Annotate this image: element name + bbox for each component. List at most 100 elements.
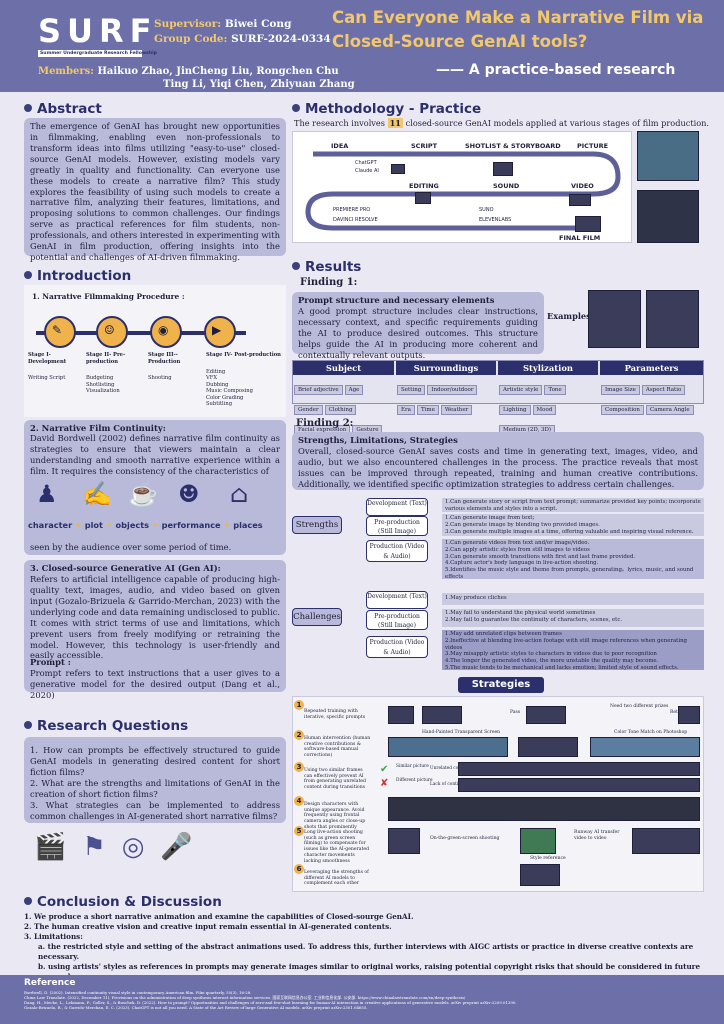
strength-stage-production: Production (Video & Audio) [366,540,428,562]
abstract-panel [24,118,286,256]
video-thumbnail [569,194,591,206]
strategy-5-image [632,828,700,854]
strategy-2-image [388,737,508,757]
strategy-5-image [520,828,556,854]
continuity-panel [24,420,286,555]
results-heading: Results [292,259,361,275]
abstract-text: The emergence of GenAI has brought new o… [30,121,280,263]
strengths-label: Strengths [292,516,342,534]
stage-editing: EDITING [409,182,439,190]
preproduction-stage-icon [96,316,128,348]
strategy-text: Repeated training with iterative, specif… [304,709,366,720]
stage-final-film: FINAL FILM [559,234,601,242]
poster-title-line2: Closed-Source GenAI tools? [332,32,588,51]
strategy-number: 5 [294,826,304,836]
conclusion-list: 1. We produce a short narrative animatio… [24,912,701,981]
abstract-heading: Abstract [24,101,102,117]
strategy-note: Color Tone Match on Photoshop [614,730,688,735]
model-count: 11 [387,118,403,128]
conclusion-heading: Conclusion & Discussion [24,894,222,910]
bullet-dot-icon [24,104,32,112]
examples-label: Examples [547,311,591,321]
poster-title-line1: Can Everyone Make a Narrative Film via [332,8,704,27]
strength-prod-items: 1.Can generate videos from text and/or i… [442,539,704,580]
challenge-stage-production: Production (Video & Audio) [366,636,428,658]
poster-subtitle: —— A practice-based research [436,62,676,78]
tool-claude: Claude AI [355,168,379,174]
microphone-icon: 🎤 [160,832,209,862]
strategy-5-image [520,864,560,886]
strategy-3-visuals: ✔ ✘ Similar picture Different picture Un… [378,762,702,794]
strategy-4-filmstrip [388,797,700,821]
challenge-stage-preproduction: Pre-production (Still Image) [366,610,428,630]
strategy-3-filmstrip [458,778,700,792]
strategy-text: Long live-action shooting (such as green… [304,830,370,864]
bullet-dot-icon [292,262,300,270]
stage-video: VIDEO [571,182,594,190]
stage-idea: IDEA [331,142,349,150]
group-code: SURF-2024-0334 [231,33,331,45]
challenge-pre-items: 1.May fail to understand the physical wo… [442,609,704,627]
strength-dev-items: 1.Can generate story or script from text… [442,498,704,512]
reel-icon: ◎ [121,832,161,862]
genai-text: Refers to artificial intelligence capabl… [30,574,280,661]
methodology-intro: The research involves 11 closed-source G… [294,118,710,128]
reference-heading: Reference [24,978,76,988]
continuity-illustrations: ♟ ✍ ☕ ☻ ⌂ [30,478,280,518]
finding1-title: Finding 1: [300,277,358,288]
bullet-dot-icon [292,104,300,112]
members-names-1: Haikuo Zhao, JinCheng Liu, Rongchen Chu [97,66,339,77]
check-icon: ✔ [380,764,389,775]
reference-list: Bordwell, D. (2002). Intensified continu… [24,990,517,1011]
procedure-panel [24,285,286,417]
strategy-note: Retain [670,710,685,716]
continuity-heading: 2. Narrative Film Continuity: [30,423,166,433]
strategy-number: 4 [294,796,304,806]
strategy-note: Similar picture [396,764,429,769]
group-code-line: Group Code: SURF-2024-0334 [154,33,331,45]
strategy-number: 6 [294,864,304,874]
research-questions-list: 1. How can prompts be effectively struct… [30,745,280,821]
finding1-heading: Prompt structure and necessary elements [298,295,495,305]
supervisor-name: Biwei Cong [224,18,292,30]
prompt-text: Prompt refers to text instructions that … [30,668,280,700]
script-thumbnail [391,164,405,174]
plot-icon: ✍ [82,480,112,508]
methodology-heading: Methodology - Practice [292,101,481,117]
video-sample-filmstrip [637,190,699,243]
methodology-diagram: IDEA SCRIPT SHOTLIST & STORYBOARD PICTUR… [292,131,632,243]
character-icon: ♟ [36,480,58,508]
members-line: Members: Haikuo Zhao, JinCheng Liu, Rong… [38,66,339,77]
surf-logo-subtitle: Summer Undergraduate Research Fellowship [38,50,157,57]
finding2-heading: Strengths, Limitations, Strategies [298,435,458,445]
strength-stage-preproduction: Pre-production (Still Image) [366,516,428,536]
strategy-1-image [526,706,566,724]
bullet-dot-icon [24,897,32,905]
picture-sample-image [637,131,699,181]
director-chair-icon: ⚑ [82,832,122,862]
performance-icon: ☻ [178,480,200,508]
continuity-text: David Bordwell (2002) defines narrative … [30,433,280,476]
procedure-timeline [36,331,246,335]
parameters-header: Parameters [600,361,703,375]
strategy-5-image [388,828,420,854]
research-questions-panel [24,737,286,823]
postproduction-stage-icon [204,316,236,348]
team-glyph-icon: ☺ [104,323,115,337]
strategy-number: 3 [294,762,304,772]
genai-heading: 3. Closed-source Generative AI (Gen AI): [30,563,221,573]
challenge-prod-items: 1.May add unrelated clips between frames… [442,630,704,671]
subject-header: Subject [293,361,394,375]
example-image-2 [646,290,699,348]
continuity-tail: seen by the audience over some period of… [30,542,232,552]
members-names-2: Ting Li, Yiqi Chen, Zhiyuan Zhang [163,79,355,90]
poster-header [0,0,724,92]
camera-glyph-icon: ◉ [158,323,169,337]
reference-footer [0,975,724,1024]
development-stage-icon [44,316,76,348]
film-equipment-icons: 🎬⚑◎🎤 [34,832,284,872]
strategies-panel [292,696,704,892]
bullet-dot-icon [24,721,32,729]
